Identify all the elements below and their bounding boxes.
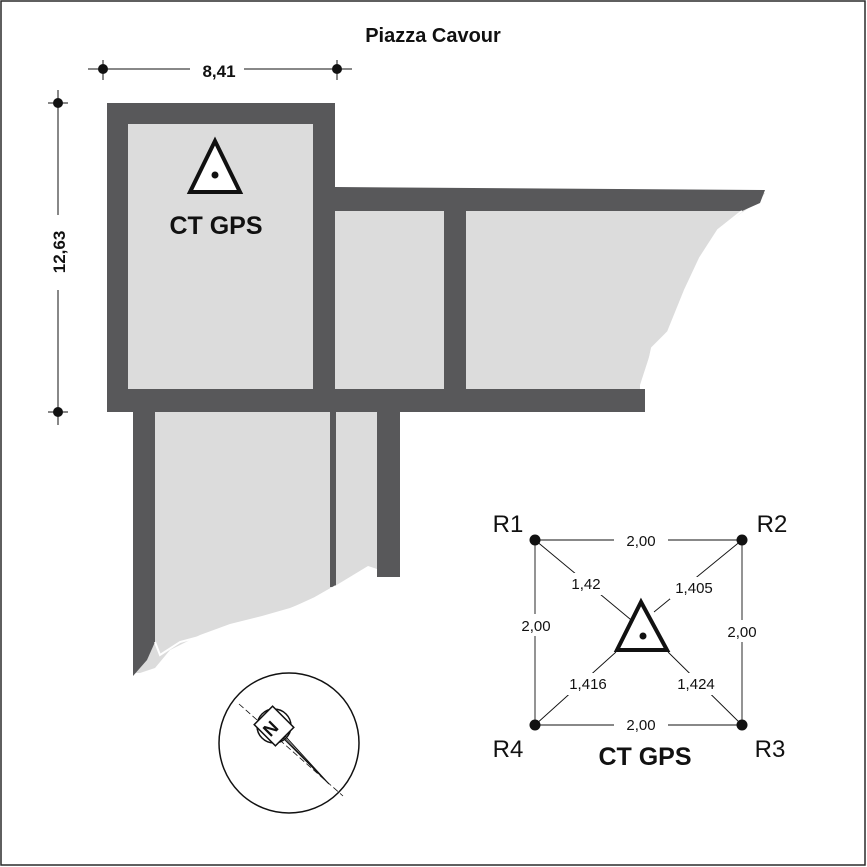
dist-r3-ct: 1,424 bbox=[677, 676, 715, 693]
point-r2 bbox=[736, 534, 748, 546]
width-dimension: 8,41 bbox=[88, 60, 352, 81]
dist-r3-r4: 2,00 bbox=[626, 717, 655, 734]
label-r2: R2 bbox=[757, 511, 788, 538]
compass-icon: N bbox=[218, 672, 360, 814]
network-station-label: CT GPS bbox=[598, 743, 691, 771]
plan-station-label: CT GPS bbox=[169, 212, 262, 240]
label-r3: R3 bbox=[755, 736, 786, 763]
dist-r2-r3: 2,00 bbox=[727, 624, 756, 641]
dist-r1-ct: 1,42 bbox=[571, 576, 600, 593]
dist-r2-ct: 1,405 bbox=[675, 580, 713, 597]
label-r4: R4 bbox=[493, 736, 524, 763]
dist-r4-ct: 1,416 bbox=[569, 676, 607, 693]
point-r4 bbox=[529, 719, 541, 731]
dist-r1-r2: 2,00 bbox=[626, 533, 655, 550]
width-label: 8,41 bbox=[202, 62, 235, 81]
plan-station-icon bbox=[186, 136, 244, 194]
network-station-icon bbox=[613, 597, 671, 652]
point-r1 bbox=[529, 534, 541, 546]
reference-network: R1 R2 R3 R4 2,00 2,00 2,00 2,00 1,42 1,4… bbox=[493, 511, 788, 771]
point-r3 bbox=[736, 719, 748, 731]
height-label: 12,63 bbox=[50, 231, 69, 274]
label-r1: R1 bbox=[493, 511, 524, 538]
page-title: Piazza Cavour bbox=[365, 25, 501, 47]
height-dimension: 12,63 bbox=[48, 90, 69, 425]
dist-r4-r1: 2,00 bbox=[521, 618, 550, 635]
